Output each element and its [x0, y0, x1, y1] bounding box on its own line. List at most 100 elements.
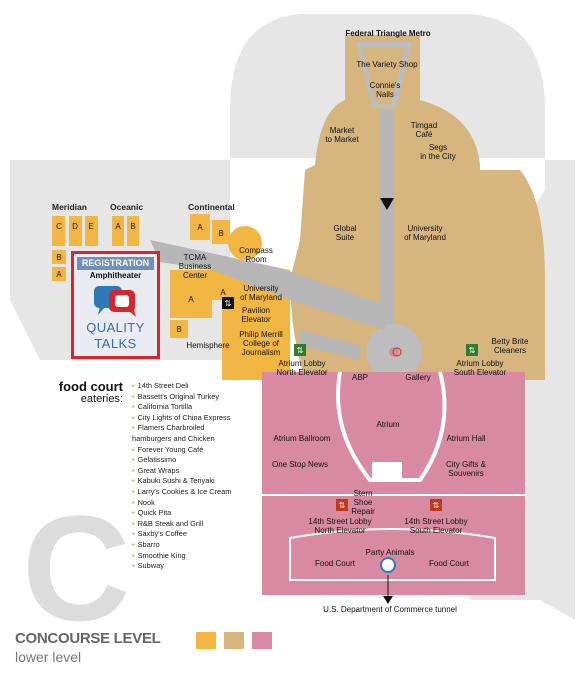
- list-item: Gelatissimo: [132, 455, 232, 466]
- room-label: Suite: [336, 233, 355, 242]
- room-label: 14th Street Lobby: [308, 517, 371, 526]
- room-label: South Elevator: [410, 526, 463, 535]
- room-label: of Maryland: [404, 233, 446, 242]
- copyright-mark-icon: [392, 347, 402, 357]
- chat-bubble-icon: [94, 284, 140, 323]
- room-label: Food Court: [429, 559, 470, 568]
- room-label: Atrium: [376, 420, 399, 429]
- room-label: Segs: [429, 143, 447, 152]
- list-item: Bassett's Original Turkey: [132, 392, 232, 403]
- registration-callout: REGISTRATION Amphitheater QUALITY TALKS: [71, 251, 160, 359]
- elevator-icon: ⇅: [294, 344, 306, 356]
- room-letter: D: [72, 222, 78, 231]
- atrium-stairs: [372, 462, 402, 482]
- atrium-wing: [262, 372, 525, 595]
- list-item: Saxby's Coffee: [132, 529, 232, 540]
- east-west-corridor: [150, 240, 385, 330]
- elevator-icon: ⇅: [222, 297, 234, 309]
- room-letter: B: [130, 222, 135, 231]
- tan-wing: [290, 35, 545, 380]
- room-label: Food Court: [315, 559, 356, 568]
- room-label: University: [243, 284, 278, 293]
- rotunda-core: [389, 347, 399, 357]
- amphitheater-label: Amphitheater: [89, 271, 142, 280]
- room-label: College of: [243, 339, 280, 348]
- elevator-icon: ⇅: [336, 499, 348, 511]
- list-item: Forever Young Café: [132, 445, 232, 456]
- room-label: City Gifts &: [446, 460, 487, 469]
- room-label: Atrium Ballroom: [274, 434, 331, 443]
- lower-hall: [289, 528, 496, 581]
- eateries-list: 14th Street Deli Bassett's Original Turk…: [132, 381, 232, 572]
- room-label: Market: [330, 126, 355, 135]
- room-letter: B: [56, 253, 61, 262]
- room-letter: A: [188, 295, 194, 304]
- registration-header: REGISTRATION: [77, 257, 154, 270]
- room-letter: A: [115, 222, 121, 231]
- north-arrow: [380, 198, 394, 210]
- room-label: Global: [333, 224, 356, 233]
- metro-label: Federal Triangle Metro: [345, 29, 430, 38]
- list-item: Flamers Charbroiled hamburgers and Chick…: [132, 423, 232, 444]
- wing-label: Oceanic: [110, 202, 143, 212]
- room-label: North Elevator: [314, 526, 365, 535]
- legend-swatch: [224, 632, 244, 649]
- room-label: The Variety Shop: [356, 60, 418, 69]
- room-label: One Stop News: [272, 460, 328, 469]
- room-label: Nails: [376, 90, 394, 99]
- room-label: North Elevator: [276, 368, 327, 377]
- room-label: Souvenirs: [448, 469, 484, 478]
- level-subtitle: lower level: [15, 649, 82, 665]
- list-item: Great Wraps: [132, 466, 232, 477]
- room-label: Journalism: [242, 348, 281, 357]
- room-label: Repair: [351, 507, 375, 516]
- level-legend: CONCOURSE LEVEL lower level: [15, 630, 161, 665]
- room-label: Hemisphere: [186, 341, 230, 350]
- room-label: Atrium Lobby: [278, 359, 325, 368]
- svg-text:⇅: ⇅: [225, 299, 232, 308]
- food-court-heading: food court eateries:: [48, 380, 123, 405]
- diagonal-corridor: [300, 330, 360, 360]
- room-label: Timgad: [411, 121, 437, 130]
- building-outline: [10, 14, 575, 620]
- room-label: Philip Merrill: [239, 330, 283, 339]
- svg-text:⇅: ⇅: [469, 346, 476, 355]
- metro-corridor-inner: [362, 47, 405, 104]
- food-court-subtitle: eateries:: [80, 393, 123, 405]
- room-label: TCMA: [184, 253, 207, 262]
- legend-swatch: [252, 632, 272, 649]
- tunnel-arrow: [383, 596, 393, 604]
- brand-name-line2: TALKS: [94, 336, 137, 351]
- room-letter: C: [56, 222, 62, 231]
- room-letter: E: [88, 222, 93, 231]
- room-label: Atrium Lobby: [456, 359, 503, 368]
- svg-text:⇅: ⇅: [433, 501, 440, 510]
- room-letter: B: [176, 325, 181, 334]
- wing-label: Meridian: [52, 202, 87, 212]
- svg-text:⇅: ⇅: [297, 346, 304, 355]
- list-item: Larry's Cookies & Ice Cream: [132, 487, 232, 498]
- room-label: Business: [179, 262, 211, 271]
- list-item: Subway: [132, 561, 232, 572]
- elevator-icon: ⇅: [466, 344, 478, 356]
- list-item: R&B Steak and Grill: [132, 519, 232, 530]
- list-item: Smoothie King: [132, 551, 232, 562]
- brand-name-line1: QUALITY: [86, 320, 145, 335]
- room-label: Pavilion: [242, 306, 270, 315]
- orange-rooms: [52, 214, 290, 380]
- room-letter: A: [197, 223, 203, 232]
- wing-label: Continental: [188, 202, 235, 212]
- room-label: Atrium Hall: [446, 434, 485, 443]
- room-label: Stern: [353, 489, 372, 498]
- room-label: Shoe: [354, 498, 373, 507]
- room-label: South Elevator: [454, 368, 507, 377]
- list-item: California Tortilla: [132, 402, 232, 413]
- room-label: 14th Street Lobby: [404, 517, 467, 526]
- room-label: Center: [183, 271, 207, 280]
- room-label: Compass: [239, 246, 273, 255]
- list-item: 14th Street Deli: [132, 381, 232, 392]
- list-item: Quick Pita: [132, 508, 232, 519]
- level-title: CONCOURSE LEVEL: [15, 630, 161, 647]
